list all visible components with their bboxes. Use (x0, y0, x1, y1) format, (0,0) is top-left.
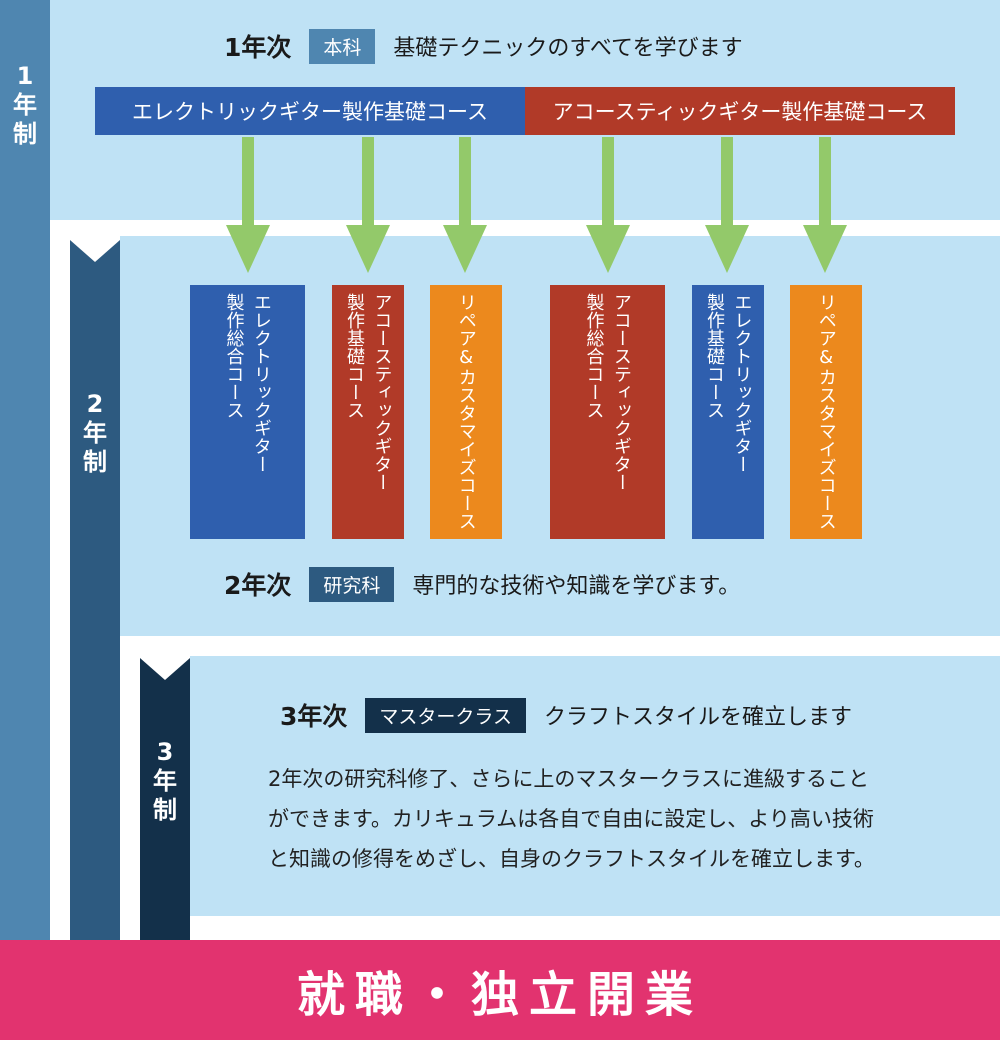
arrow-icon (226, 137, 270, 273)
acoustic-foundation-bar: アコースティックギター製作基礎コース (525, 87, 955, 135)
tier1-year: 1年次 (224, 33, 292, 62)
year-stripes (0, 0, 190, 962)
stripe-1-year (0, 0, 50, 962)
tier2-heading: 2年次 研究科 専門的な技術や知識を学びます。 (224, 566, 740, 602)
course-repair-custom-1: リペア&カスタマイズコース (430, 285, 502, 539)
career-footer: 就職・独立開業 (0, 940, 1000, 1040)
course-acoustic-general: アコースティックギター 製作総合コース (550, 285, 665, 539)
tier3-heading: 3年次 マスタークラス クラフトスタイルを確立します (280, 697, 852, 733)
tier2-year: 2年次 (224, 571, 292, 600)
course-repair-custom-2: リペア&カスタマイズコース (790, 285, 862, 539)
tier3-description: クラフトスタイルを確立します (544, 705, 853, 730)
tier1-heading: 1年次 本科 基礎テクニックのすべてを学びます (224, 28, 743, 64)
course-electric-basic: エレクトリックギター 製作基礎コース (692, 285, 764, 539)
stripe-3-years (140, 658, 190, 962)
tier1-tag: 本科 (309, 28, 376, 64)
course-acoustic-basic: アコースティックギター 製作基礎コース (332, 285, 404, 539)
course-electric-general: エレクトリックギター 製作総合コース (190, 285, 305, 539)
arrow-icon (346, 137, 390, 273)
arrow-icon (803, 137, 847, 273)
arrow-icon (705, 137, 749, 273)
electric-foundation-bar: エレクトリックギター製作基礎コース (95, 87, 525, 135)
tier2-description: 専門的な技術や知識を学びます。 (412, 574, 741, 599)
tier3-paragraph: 2年次の研究科修了、さらに上のマスタークラスに進級すること ができます。カリキュ… (268, 767, 875, 871)
arrow-icon (443, 137, 487, 273)
footer-title: 就職・独立開業 (296, 967, 703, 1023)
tier2-tag: 研究科 (309, 566, 395, 602)
tier1-description: 基礎テクニックのすべてを学びます (393, 36, 743, 61)
tier3-tag: マスタークラス (365, 697, 527, 733)
stripe-2-years (70, 240, 120, 962)
tier3-panel (190, 656, 1000, 916)
tier3-year: 3年次 (280, 702, 348, 731)
arrow-icon (586, 137, 630, 273)
